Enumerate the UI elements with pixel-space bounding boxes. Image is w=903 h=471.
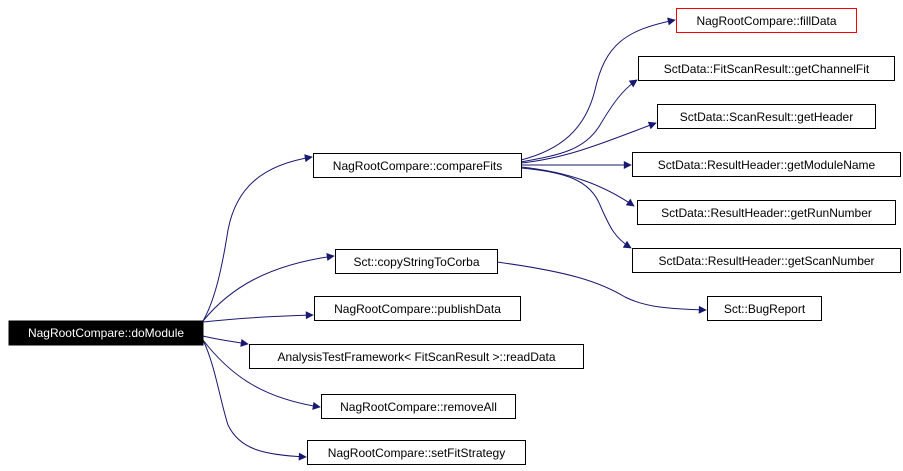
node-comparefits-label: NagRootCompare::compareFits (333, 159, 502, 173)
node-filldata[interactable]: NagRootCompare::fillData (676, 8, 857, 33)
node-getmodulename-label: SctData::ResultHeader::getModuleName (658, 158, 876, 172)
edges (202, 17, 707, 461)
node-getrunnumber[interactable]: SctData::ResultHeader::getRunNumber (637, 200, 896, 225)
edge-domodule-publishdata (202, 311, 314, 323)
node-copystringtocorba-label: Sct::copyStringToCorba (353, 255, 479, 269)
edge-comparefits-getrunnumber (520, 166, 635, 207)
node-getheader-label: SctData::ScanResult::getHeader (680, 110, 853, 124)
node-domodule-label: NagRootCompare::doModule (28, 326, 184, 340)
node-publishdata[interactable]: NagRootCompare::publishData (314, 296, 521, 321)
node-comparefits[interactable]: NagRootCompare::compareFits (313, 153, 522, 178)
node-removeall-label: NagRootCompare::removeAll (340, 400, 497, 414)
node-getheader[interactable]: SctData::ScanResult::getHeader (657, 104, 876, 129)
edge-comparefits-getheader (520, 121, 657, 164)
node-filldata-label: NagRootCompare::fillData (696, 14, 836, 28)
node-setfitstrategy[interactable]: NagRootCompare::setFitStrategy (307, 440, 526, 465)
node-getchannelfit[interactable]: SctData::FitScanResult::getChannelFit (638, 56, 895, 81)
node-readdata-label: AnalysisTestFramework< FitScanResult >::… (277, 350, 555, 364)
node-removeall[interactable]: NagRootCompare::removeAll (321, 394, 516, 419)
node-getrunnumber-label: SctData::ResultHeader::getRunNumber (661, 206, 872, 220)
node-domodule[interactable]: NagRootCompare::doModule (8, 320, 204, 346)
node-copystringtocorba[interactable]: Sct::copyStringToCorba (335, 249, 498, 274)
edge-domodule-readdata (202, 335, 249, 347)
node-publishdata-label: NagRootCompare::publishData (334, 302, 501, 316)
edge-domodule-setfitstrategy (202, 339, 307, 461)
edge-comparefits-getscannumber (520, 167, 632, 249)
node-getscannumber-label: SctData::ResultHeader::getScanNumber (658, 254, 874, 268)
node-bugreport[interactable]: Sct::BugReport (707, 296, 822, 321)
edge-domodule-comparefits (202, 154, 313, 322)
node-getscannumber[interactable]: SctData::ResultHeader::getScanNumber (632, 248, 901, 273)
edge-domodule-copystringtocorba (202, 253, 335, 322)
edge-domodule-removeall (202, 339, 321, 410)
node-setfitstrategy-label: NagRootCompare::setFitStrategy (328, 446, 505, 460)
node-getmodulename[interactable]: SctData::ResultHeader::getModuleName (632, 152, 901, 177)
edge-comparefits-filldata (520, 17, 676, 161)
node-bugreport-label: Sct::BugReport (724, 302, 806, 316)
edge-copystringtocorba-bugreport (496, 261, 707, 314)
edge-comparefits-getchannelfit (520, 79, 638, 163)
node-readdata[interactable]: AnalysisTestFramework< FitScanResult >::… (249, 344, 584, 369)
node-getchannelfit-label: SctData::FitScanResult::getChannelFit (664, 62, 870, 76)
